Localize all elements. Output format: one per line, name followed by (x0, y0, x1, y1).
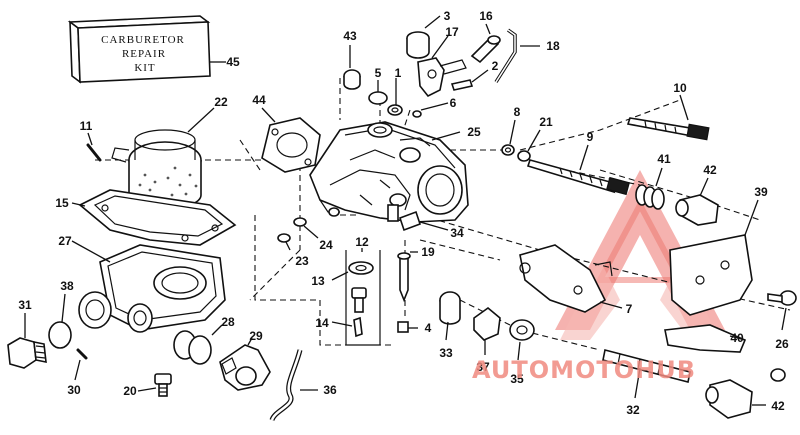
callout-38: 38 (60, 279, 74, 293)
watermark-text: AUTOMOTOHUB (472, 356, 696, 384)
part-19-needle (397, 251, 418, 303)
callout-23: 23 (295, 254, 309, 268)
part-7-throttle-arm (519, 244, 623, 313)
kit-label-line1: CARBURETOR (101, 34, 185, 46)
callout-34: 34 (450, 226, 464, 240)
callout-27: 27 (58, 234, 72, 248)
callout-21: 21 (539, 115, 553, 129)
callout-20: 20 (123, 384, 137, 398)
callout-10: 10 (673, 81, 687, 95)
callout-29: 29 (249, 329, 263, 343)
callout-4: 4 (425, 321, 432, 335)
part-33-bushing (439, 291, 461, 341)
callout-11: 11 (80, 119, 93, 133)
part-25-lever (399, 131, 461, 147)
part-24-washer (293, 217, 319, 239)
part-16-shaft (470, 23, 501, 64)
kit-label-line2: REPAIR (122, 48, 166, 60)
callout-2: 2 (492, 59, 499, 73)
part-3-knob (406, 15, 441, 59)
part-44-flange-gasket (261, 107, 321, 173)
part-45-repair-kit: CARBURETOR REPAIR KIT (67, 15, 226, 84)
part-13-jet (351, 287, 367, 313)
part-15-bowl-gasket (71, 189, 237, 246)
callout-14: 14 (315, 316, 329, 330)
callout-37: 37 (476, 360, 490, 374)
part-36-fuel-line (269, 349, 318, 422)
part-18-link-rod (494, 28, 540, 83)
part-41-spring (635, 167, 665, 210)
part-37-roller (473, 306, 501, 355)
part-12-group (345, 248, 381, 346)
kit-label-line3: KIT (134, 62, 155, 74)
part-38-welch-plug (48, 293, 72, 349)
part-23-washer (277, 233, 291, 251)
callout-5: 5 (375, 66, 382, 80)
callout-1: 1 (395, 66, 402, 80)
part-10-adjusting-needle (626, 94, 710, 141)
part-4-nut (397, 321, 418, 333)
part-31-plug (7, 313, 47, 369)
callout-6: 6 (450, 96, 457, 110)
callout-43: 43 (343, 29, 357, 43)
callout-18: 18 (546, 39, 560, 53)
callout-16: 16 (479, 9, 493, 23)
callout-32: 32 (626, 403, 640, 417)
callout-3: 3 (444, 9, 451, 23)
part-26-screw (767, 290, 797, 331)
callout-19: 19 (421, 245, 435, 259)
callout-40: 40 (730, 331, 744, 345)
part-2-screw (450, 69, 489, 91)
callout-26: 26 (775, 337, 789, 351)
part-17-lever-assembly (417, 35, 467, 98)
part-28-o-rings (173, 324, 223, 365)
callout-8: 8 (514, 105, 521, 119)
part-20-screw (137, 373, 172, 397)
callout-17: 17 (445, 25, 459, 39)
part-6-needle (412, 102, 449, 118)
part-27-float-bowl (71, 240, 226, 333)
callout-30: 30 (67, 383, 81, 397)
callout-36: 36 (323, 383, 337, 397)
part-1-jet (387, 78, 403, 116)
part-43-cap (343, 45, 361, 90)
part-9-adjusting-needle (526, 144, 630, 196)
callout-13: 13 (311, 274, 325, 288)
callout-7: 7 (626, 302, 633, 316)
callout-24: 24 (319, 238, 333, 252)
callout-35: 35 (510, 372, 524, 386)
callout-22: 22 (214, 95, 228, 109)
part-8-washer (501, 119, 516, 156)
callout-42-upper: 42 (703, 163, 717, 177)
carburetor-body (309, 121, 469, 223)
part-11-float-pin (86, 132, 102, 162)
part-14-screw (331, 316, 363, 338)
part-29-fitting (219, 337, 271, 391)
callout-33: 33 (439, 346, 453, 360)
callout-labels: 1 2 3 4 5 6 7 8 9 10 11 12 13 14 15 16 1… (18, 9, 789, 417)
callout-42-lower: 42 (771, 399, 785, 413)
callout-15: 15 (55, 196, 69, 210)
part-39-bracket (669, 199, 759, 316)
callout-9: 9 (587, 130, 594, 144)
callout-41: 41 (657, 152, 671, 166)
callout-44: 44 (252, 93, 266, 107)
callout-25: 25 (467, 125, 481, 139)
part-21-washer (517, 129, 541, 162)
part-30-pin (74, 348, 88, 381)
callout-45: 45 (226, 55, 240, 69)
part-32-throttle-shaft (602, 349, 691, 399)
callout-31: 31 (18, 298, 32, 312)
callout-39: 39 (754, 185, 768, 199)
part-42-knob-lower (705, 368, 786, 419)
part-13-washer (331, 261, 374, 281)
part-34-screw (398, 210, 449, 232)
callout-28: 28 (221, 315, 235, 329)
part-40-lever (664, 324, 747, 353)
part-42-knob-upper (675, 177, 719, 226)
part-35-cam (509, 319, 535, 361)
part-5-welch-plug (368, 80, 388, 105)
callout-12: 12 (355, 235, 369, 249)
